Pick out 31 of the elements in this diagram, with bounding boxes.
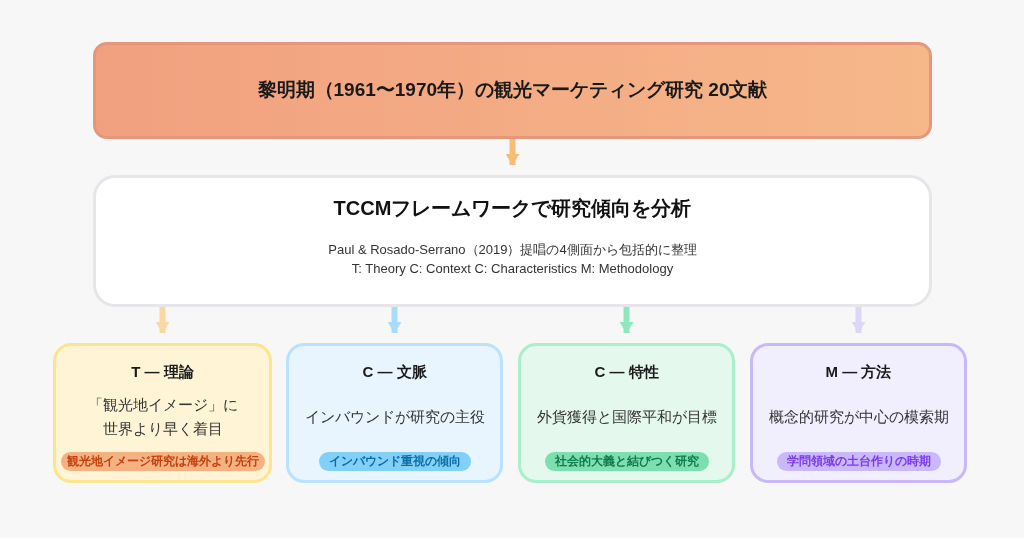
tag-text: 社会的大義と結びつく研究 <box>554 453 699 470</box>
card-heading: C — 特性 <box>594 362 659 382</box>
card-body-text: 概念的研究が中心の模索期 <box>768 407 949 427</box>
highlight-tag <box>60 452 265 471</box>
tag-text: インバウンド重視の傾向 <box>328 453 461 470</box>
arrow <box>155 307 170 333</box>
header-box <box>93 42 932 139</box>
title-text: 黎明期（1961〜1970年）の観光マーケティング研究 20文献 <box>257 78 768 103</box>
characteristics-card <box>518 343 735 483</box>
arrow <box>619 307 634 333</box>
highlight-tag <box>776 452 941 471</box>
card-heading: M — 方法 <box>825 362 892 382</box>
framework-box <box>93 175 932 307</box>
card-body-text: インバウンドが研究の主役 <box>304 407 485 427</box>
framework-heading: TCCMフレームワークで研究傾向を分析 <box>333 196 692 221</box>
card-heading: C — 文脈 <box>362 362 427 382</box>
context-card <box>286 343 503 483</box>
card-body-text: 外貨獲得と国際平和が目標 <box>536 407 717 427</box>
arrow <box>387 307 402 333</box>
arrow <box>851 307 866 333</box>
methodology-card <box>750 343 967 483</box>
theory-card <box>53 343 272 483</box>
highlight-tag <box>544 452 709 471</box>
abbreviation-key: T: Theory C: Context C: Characteristics M: Methodology <box>351 259 674 278</box>
tag-text: 観光地イメージ研究は海外より先行 <box>66 453 259 470</box>
highlight-tag <box>318 452 471 471</box>
card-heading: T — 理論 <box>131 362 194 382</box>
card-body-text: 「観光地イメージ」に世界より早く着目 <box>86 395 239 439</box>
arrow <box>505 139 520 165</box>
tag-text: 学問領域の土台作りの時期 <box>786 453 931 470</box>
citation-text: Paul & Rosado-Serrano（2019）提唱の4側面から包括的に整理 <box>328 241 697 259</box>
